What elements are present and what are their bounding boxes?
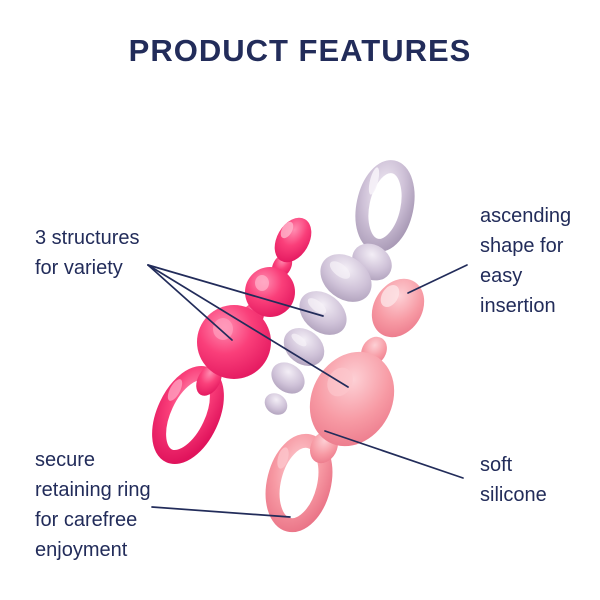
annotation-line: insertion: [480, 295, 556, 317]
annotation-line: for carefree: [35, 509, 138, 531]
lilac-spiral-plug-image: [264, 160, 415, 415]
annotation-line: enjoyment: [35, 539, 128, 561]
callout-structures-to-lilac: [147, 264, 324, 317]
annotation-structures: 3 structures for variety: [35, 223, 139, 283]
annotation-ascending-shape: ascending shape for easy insertion: [480, 201, 571, 321]
callout-structures-to-salmon: [147, 264, 349, 388]
annotation-line: secure: [35, 449, 96, 471]
annotation-line: soft: [480, 454, 513, 476]
annotation-line: easy: [480, 265, 523, 287]
annotation-soft-silicone: soft silicone: [480, 450, 547, 510]
annotation-line: 3 structures: [35, 227, 140, 249]
callout-structures-to-pink: [147, 264, 233, 341]
annotation-line: ascending: [480, 205, 572, 227]
callout-ascending-shape: [407, 264, 468, 294]
annotation-line: shape for: [480, 235, 564, 257]
annotation-line: for variety: [35, 257, 123, 279]
salmon-bulb-plug-image: [265, 278, 425, 533]
annotation-retaining-ring: secure retaining ring for carefree enjoy…: [35, 445, 151, 565]
callout-retaining-ring: [151, 506, 291, 518]
callout-soft-silicone: [324, 430, 464, 479]
annotation-line: retaining ring: [35, 479, 151, 501]
callout-lines: [147, 264, 468, 518]
page-title: PRODUCT FEATURES: [128, 33, 472, 68]
annotation-line: silicone: [480, 484, 547, 506]
